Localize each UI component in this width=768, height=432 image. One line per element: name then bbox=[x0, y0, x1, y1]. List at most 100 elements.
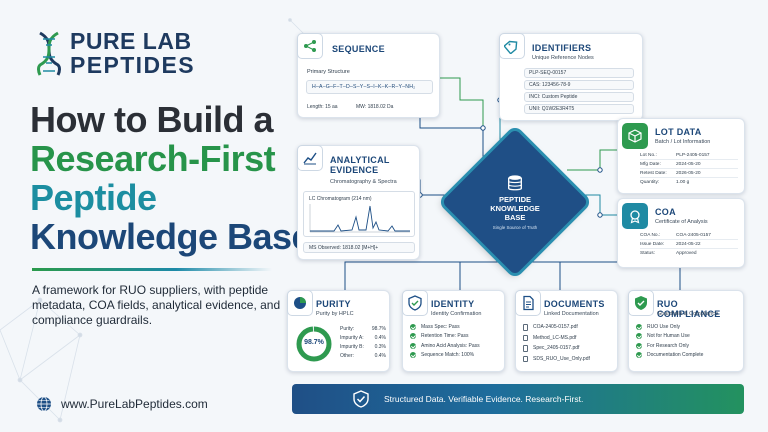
purity-card[interactable]: PURITY Purity by HPLC 98.7% Purity:98.7%… bbox=[287, 290, 390, 372]
compliance-card[interactable]: RUO COMPLIANCE Guardrails & Compliance R… bbox=[628, 290, 744, 372]
brand-name-line1: PURE LAB bbox=[70, 28, 192, 54]
coa-row: Status:Approved bbox=[640, 251, 697, 256]
box-icon bbox=[622, 123, 648, 149]
hub-subtitle: Single Source of Truth bbox=[492, 225, 538, 230]
hub-content: PEPTIDE KNOWLEDGE BASE Single Source of … bbox=[463, 150, 567, 254]
check-icon bbox=[410, 342, 416, 349]
brand-name-line2: PEPTIDES bbox=[70, 52, 195, 78]
identifier-item: CAS: 123456-78-9 bbox=[524, 80, 634, 90]
lot-row: Lot No.:PLP-2405-0157 bbox=[640, 151, 738, 160]
sequence-box: H–A–G–F–T–D–S–Y–S–I–K–K–R–Y–NH₂ bbox=[306, 80, 433, 94]
list-item: Not for Human Use bbox=[636, 332, 703, 342]
sequence-label: Primary Structure bbox=[307, 69, 350, 75]
coa-table: COA No.:COA-2405-0157 Issue Date:2024-05… bbox=[640, 231, 738, 258]
lot-data-card[interactable]: LOT DATA Batch / Lot Information Lot No.… bbox=[617, 118, 745, 194]
coa-row: Issue Date:2024-05-22 bbox=[640, 240, 738, 249]
identity-list: Mass Spec: Pass Retention Time: Pass Ami… bbox=[410, 322, 480, 360]
sequence-mw: MW: 1818.02 Da bbox=[356, 104, 394, 110]
ms-observed: MS Observed: 1818.02 [M+H]+ bbox=[303, 242, 415, 253]
analytical-evidence-card[interactable]: ANALYTICAL EVIDENCE Chromatography & Spe… bbox=[297, 145, 420, 260]
identity-title: IDENTITY bbox=[431, 299, 475, 309]
check-icon bbox=[410, 352, 416, 359]
document-link[interactable]: Spec_2405-0157.pdf bbox=[523, 343, 590, 354]
file-icon bbox=[523, 334, 528, 341]
lot-subtitle: Batch / Lot Information bbox=[655, 139, 711, 145]
chart-icon bbox=[297, 145, 323, 171]
list-item: Documentation Complete bbox=[636, 351, 703, 361]
document-icon bbox=[515, 290, 541, 316]
check-icon bbox=[636, 323, 642, 330]
description: A framework for RUO suppliers, with pept… bbox=[32, 283, 281, 327]
analytical-subtitle: Chromatography & Spectra bbox=[330, 179, 397, 185]
shield-icon bbox=[628, 290, 654, 316]
globe-icon bbox=[37, 396, 51, 412]
lot-title: LOT DATA bbox=[655, 127, 702, 137]
chromatogram-title: LC Chromatogram (214 nm) bbox=[309, 196, 372, 202]
purity-title: PURITY bbox=[316, 299, 351, 309]
document-link[interactable]: Method_LC-MS.pdf bbox=[523, 333, 590, 344]
file-icon bbox=[523, 324, 528, 331]
file-icon bbox=[523, 355, 528, 362]
headline-line2: Research-First bbox=[30, 138, 276, 179]
hub-title-line3: BASE bbox=[504, 213, 526, 222]
shield-check-icon bbox=[353, 390, 369, 408]
lot-row: Quantity:1.00 g bbox=[640, 180, 690, 185]
check-icon bbox=[636, 342, 642, 349]
hub-title-line2: KNOWLEDGE bbox=[490, 204, 540, 213]
molecule-icon bbox=[297, 33, 323, 59]
identity-subtitle: Identity Confirmation bbox=[431, 311, 482, 317]
headline-line1: How to Build a bbox=[30, 99, 273, 140]
list-item: Mass Spec: Pass bbox=[410, 322, 480, 332]
check-icon bbox=[410, 333, 416, 340]
headline-line3: Peptide bbox=[30, 177, 157, 218]
documents-title: DOCUMENTS bbox=[544, 299, 605, 309]
identifier-item: INCI: Custom Peptide bbox=[524, 92, 634, 102]
documents-list: COA-2405-0157.pdf Method_LC-MS.pdf Spec_… bbox=[523, 322, 590, 364]
banner-text: Structured Data. Verifiable Evidence. Re… bbox=[384, 394, 584, 404]
sequence-card[interactable]: SEQUENCE Primary Structure H–A–G–F–T–D–S… bbox=[297, 33, 440, 118]
list-item: For Research Only bbox=[636, 341, 703, 351]
lot-row: Retest Date:2026-05-20 bbox=[640, 169, 738, 178]
coa-card[interactable]: COA Certificate of Analysis COA No.:COA-… bbox=[617, 198, 745, 268]
purity-value: 98.7% bbox=[304, 339, 324, 346]
list-item: Amino Acid Analysis: Pass bbox=[410, 341, 480, 351]
check-icon bbox=[410, 323, 416, 330]
compliance-title: RUO COMPLIANCE bbox=[657, 299, 721, 319]
chromatogram-trace bbox=[309, 204, 410, 233]
identifiers-list: PLP-SEQ-00157 CAS: 123456-78-9 INCI: Cus… bbox=[524, 68, 634, 114]
database-icon bbox=[508, 175, 522, 191]
website-text: www.PureLabPeptides.com bbox=[61, 397, 208, 411]
identity-card[interactable]: IDENTITY Identity Confirmation Mass Spec… bbox=[402, 290, 505, 372]
dna-helix-icon bbox=[37, 31, 61, 76]
identifiers-title: IDENTIFIERS bbox=[532, 43, 592, 53]
check-icon bbox=[636, 352, 642, 359]
website-link[interactable]: www.PureLabPeptides.com bbox=[36, 396, 208, 412]
sequence-title: SEQUENCE bbox=[332, 44, 385, 54]
hub-title-line1: PEPTIDE bbox=[498, 195, 532, 204]
purity-row: Other:0.4% bbox=[340, 353, 386, 359]
compliance-subtitle: Guardrails & Compliance bbox=[657, 311, 719, 317]
list-item: Sequence Match: 100% bbox=[410, 351, 480, 361]
purity-row: Impurity A:0.4% bbox=[340, 335, 386, 341]
certificate-icon bbox=[622, 203, 648, 229]
brand-logo[interactable]: PURE LAB PEPTIDES bbox=[34, 30, 195, 77]
analytical-title-line1: ANALYTICAL bbox=[330, 155, 390, 165]
document-link[interactable]: SDS_RUO_Use_Only.pdf bbox=[523, 354, 590, 365]
purity-row: Purity:98.7% bbox=[340, 326, 386, 332]
identifiers-card[interactable]: IDENTIFIERS Unique Reference Nodes PLP-S… bbox=[499, 33, 643, 121]
coa-row: COA No.:COA-2405-0157 bbox=[640, 231, 738, 240]
identifier-item: UNII: Q1W2E3R4T5 bbox=[524, 104, 634, 114]
documents-card[interactable]: DOCUMENTS Linked Documentation COA-2405-… bbox=[515, 290, 618, 372]
lot-table: Lot No.:PLP-2405-0157 Mfg Date:2024-05-2… bbox=[640, 151, 738, 187]
document-link[interactable]: COA-2405-0157.pdf bbox=[523, 322, 590, 333]
compliance-list: RUO Use Only Not for Human Use For Resea… bbox=[636, 322, 703, 360]
identifier-item: PLP-SEQ-00157 bbox=[524, 68, 634, 78]
purity-donut bbox=[296, 326, 332, 362]
headline-underline bbox=[32, 268, 272, 271]
page-headline: How to Build a Research-First Peptide Kn… bbox=[30, 99, 312, 256]
tagline-banner: Structured Data. Verifiable Evidence. Re… bbox=[292, 384, 744, 414]
sequence-text: H–A–G–F–T–D–S–Y–S–I–K–K–R–Y–NH₂ bbox=[312, 84, 416, 90]
purity-subtitle: Purity by HPLC bbox=[316, 311, 354, 317]
shield-check-icon bbox=[402, 290, 428, 316]
tag-icon bbox=[499, 33, 525, 59]
